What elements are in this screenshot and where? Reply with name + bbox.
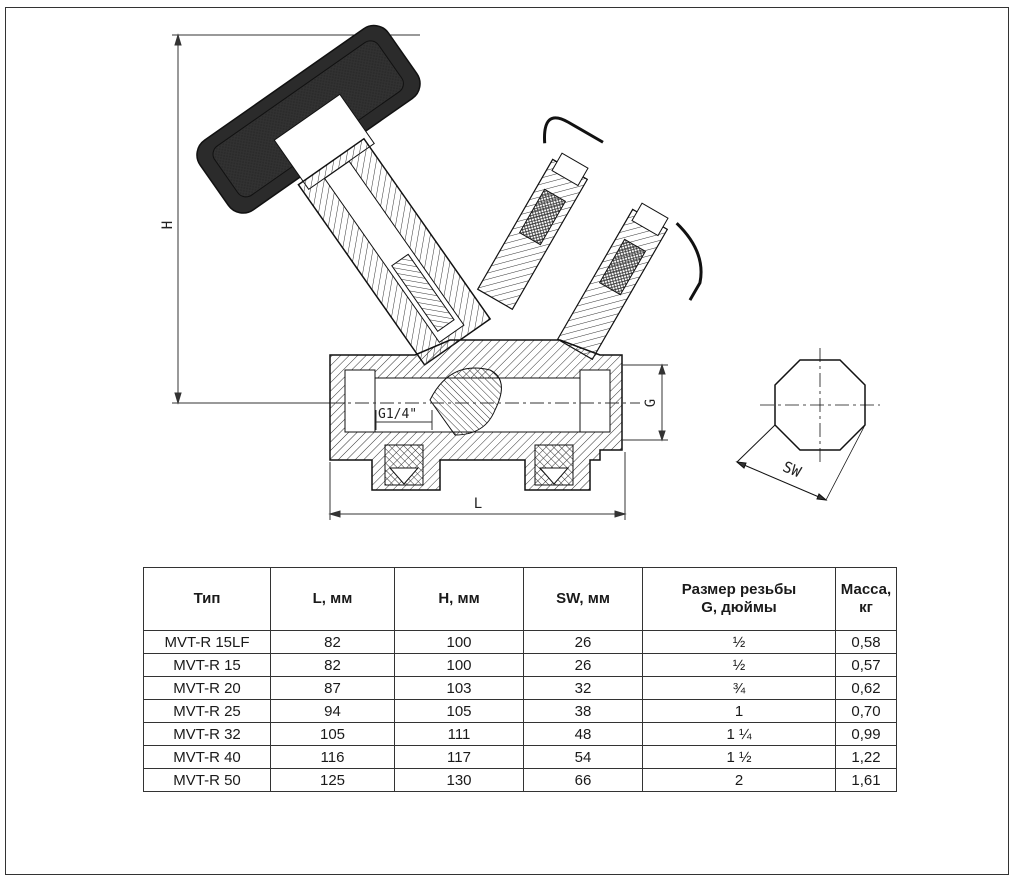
table-row: MVT-R 25 94 105 38 1 0,70 — [143, 699, 897, 723]
cell-mass: 0,62 — [835, 676, 897, 700]
handwheel — [196, 24, 421, 214]
table-row: MVT-R 15LF 82 100 26 ½ 0,58 — [143, 630, 897, 654]
cell-height: 103 — [394, 676, 524, 700]
cell-mass: 0,58 — [835, 630, 897, 654]
cell-length: 116 — [270, 745, 395, 769]
cell-wrench: 66 — [523, 768, 643, 792]
table-row: MVT-R 40 116 117 54 1 ½ 1,22 — [143, 745, 897, 769]
table-row: MVT-R 32 105 111 48 1 ¼ 0,99 — [143, 722, 897, 746]
cell-height: 100 — [394, 630, 524, 654]
cell-wrench: 48 — [523, 722, 643, 746]
cell-height: 105 — [394, 699, 524, 723]
label-sw: SW — [780, 458, 805, 482]
cell-type: MVT-R 25 — [143, 699, 271, 723]
cell-type: MVT-R 15 — [143, 653, 271, 677]
cell-wrench: 38 — [523, 699, 643, 723]
col-wrench: SW, мм — [523, 567, 643, 631]
cell-length: 82 — [270, 653, 395, 677]
cell-length: 82 — [270, 630, 395, 654]
page-frame — [5, 7, 1009, 875]
cell-thread: 2 — [642, 768, 836, 792]
cell-height: 100 — [394, 653, 524, 677]
measuring-nipple-right — [556, 202, 703, 361]
measuring-nipple-left — [476, 116, 604, 311]
valve-stem — [297, 137, 492, 366]
table-row: MVT-R 20 87 103 32 ¾ 0,62 — [143, 676, 897, 700]
cell-length: 105 — [270, 722, 395, 746]
cell-type: MVT-R 20 — [143, 676, 271, 700]
col-type: Тип — [143, 567, 271, 631]
cell-thread: 1 — [642, 699, 836, 723]
cell-height: 117 — [394, 745, 524, 769]
label-g: G — [643, 399, 659, 407]
cell-mass: 0,70 — [835, 699, 897, 723]
cell-wrench: 54 — [523, 745, 643, 769]
col-length: L, мм — [270, 567, 395, 631]
label-port: G1/4" — [378, 407, 417, 422]
cell-type: MVT-R 15LF — [143, 630, 271, 654]
cell-mass: 0,99 — [835, 722, 897, 746]
cell-thread: 1 ¼ — [642, 722, 836, 746]
valve-drawing: H G — [160, 24, 880, 520]
cell-type: MVT-R 32 — [143, 722, 271, 746]
cell-length: 125 — [270, 768, 395, 792]
cell-mass: 1,22 — [835, 745, 897, 769]
label-l: L — [474, 496, 482, 512]
dimension-l — [328, 452, 627, 520]
cell-length: 94 — [270, 699, 395, 723]
port-dimension — [375, 410, 433, 430]
dimension-g — [622, 363, 668, 442]
cell-mass: 0,57 — [835, 653, 897, 677]
valve-body — [329, 339, 640, 491]
cell-thread: 1 ½ — [642, 745, 836, 769]
col-mass: Масса, кг — [835, 567, 897, 631]
cell-thread: ½ — [642, 630, 836, 654]
cell-height: 111 — [394, 722, 524, 746]
cell-type: MVT-R 40 — [143, 745, 271, 769]
octagon-view — [735, 348, 880, 501]
cell-wrench: 26 — [523, 653, 643, 677]
table-row: MVT-R 50 125 130 66 2 1,61 — [143, 768, 897, 792]
cell-mass: 1,61 — [835, 768, 897, 792]
table-row: MVT-R 15 82 100 26 ½ 0,57 — [143, 653, 897, 677]
label-h: H — [160, 221, 176, 229]
cell-thread: ¾ — [642, 676, 836, 700]
cell-height: 130 — [394, 768, 524, 792]
col-height: H, мм — [394, 567, 524, 631]
cell-type: MVT-R 50 — [143, 768, 271, 792]
cell-wrench: 26 — [523, 630, 643, 654]
cell-length: 87 — [270, 676, 395, 700]
cell-thread: ½ — [642, 653, 836, 677]
cell-wrench: 32 — [523, 676, 643, 700]
